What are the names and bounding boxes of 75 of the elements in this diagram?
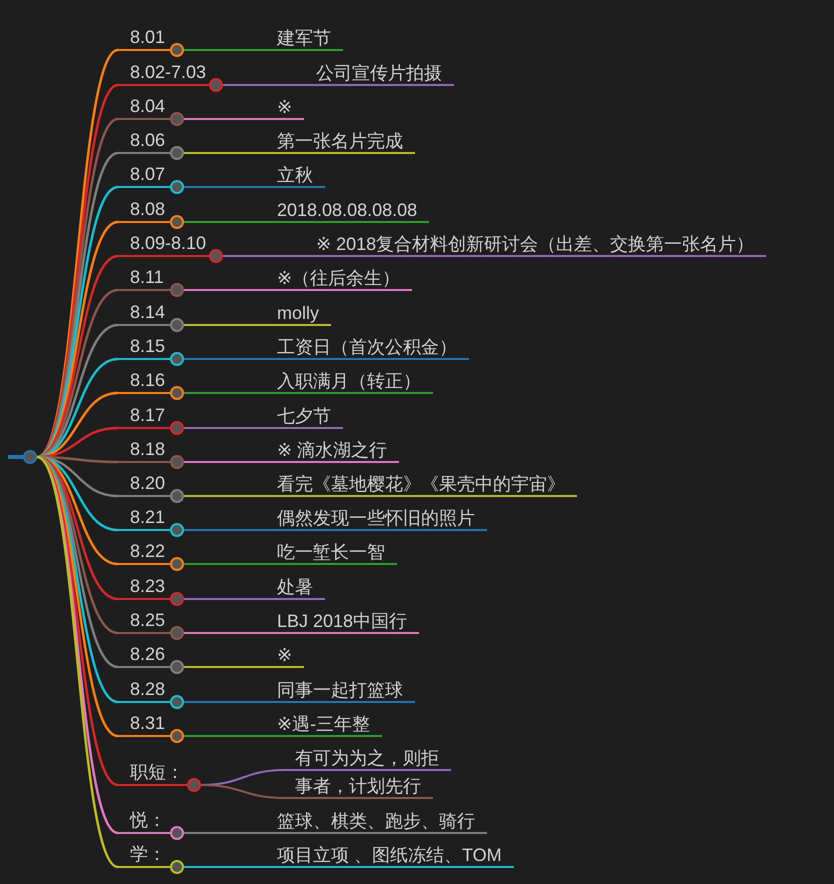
topic-label: 8.09-8.10 xyxy=(130,232,206,254)
topic-label: 8.25 xyxy=(130,609,166,631)
topic-label: 8.18 xyxy=(130,438,166,460)
subtopic-label: ※ xyxy=(277,96,304,120)
branch-connector xyxy=(200,784,286,799)
topic-label: 8.31 xyxy=(130,712,166,734)
subtopic-label: 处暑 xyxy=(277,576,325,600)
topic-label: 8.01 xyxy=(130,26,166,48)
branch-connector xyxy=(36,426,118,458)
subtopic-label: 篮球、棋类、跑步、骑行 xyxy=(277,810,487,834)
branch-connector xyxy=(184,186,277,188)
topic-label: 8.07 xyxy=(130,163,166,185)
subtopic-label: 吃一堑长一智 xyxy=(277,541,397,565)
subtopic-label: 七夕节 xyxy=(277,405,343,429)
subtopic-label: LBJ 2018中国行 xyxy=(277,610,420,634)
subtopic-label: ※ 2018复合材料创新研讨会（出差、交换第一张名片） xyxy=(316,233,766,257)
subtopic-label: 建军节 xyxy=(277,27,343,51)
topic-label: 8.04 xyxy=(130,95,166,117)
topic-label: 8.11 xyxy=(130,266,165,288)
branch-connector xyxy=(184,289,277,291)
subtopic-label: 同事一起打篮球 xyxy=(277,679,415,703)
subtopic-label: 公司宣传片拍摄 xyxy=(316,62,454,86)
subtopic-label: ※遇-三年整 xyxy=(277,713,382,737)
subtopic-label: 入职满月（转正） xyxy=(277,370,433,394)
subtopic-label: ※ 滴水湖之行 xyxy=(277,439,400,463)
branch-connector xyxy=(184,832,277,834)
subtopic-label: 有可为为之，则拒 xyxy=(285,747,451,771)
topic-label: 8.16 xyxy=(130,369,166,391)
branch-connector xyxy=(184,118,277,120)
branch-connector xyxy=(184,632,277,634)
topic-label: 职短： xyxy=(130,761,184,783)
topic-label: 学： xyxy=(130,843,167,865)
topic-label: 8.14 xyxy=(130,301,166,323)
branch-connector xyxy=(184,358,277,360)
subtopic-label: 立秋 xyxy=(277,164,325,188)
subtopic-label: ※（往后余生） xyxy=(277,267,412,291)
branch-connector xyxy=(223,255,316,257)
root-node xyxy=(8,449,37,465)
branch-connector xyxy=(184,666,277,668)
branch-connector xyxy=(184,152,277,154)
topic-label: 悦： xyxy=(130,809,167,831)
branch-connector xyxy=(223,84,316,86)
topic-label: 8.15 xyxy=(130,335,166,357)
branch-connector xyxy=(184,324,277,326)
branch-connector xyxy=(184,598,277,600)
branch-connector xyxy=(184,221,277,223)
subtopic-label: ※ xyxy=(277,644,304,668)
branch-connector xyxy=(184,529,277,531)
branch-connector xyxy=(184,701,277,703)
branch-connector xyxy=(184,392,277,394)
branch-connector xyxy=(184,866,277,868)
subtopic-label: 偶然发现一些怀旧的照片 xyxy=(277,507,487,531)
subtopic-label: 事者，计划先行 xyxy=(285,775,433,799)
branch-connector xyxy=(184,495,277,497)
topic-label: 8.26 xyxy=(130,643,166,665)
topic-label: 8.08 xyxy=(130,198,166,220)
subtopic-label: molly xyxy=(277,302,332,326)
branch-connector xyxy=(184,735,277,737)
branch-connector xyxy=(184,563,277,565)
topic-label: 8.20 xyxy=(130,472,166,494)
topic-label: 8.17 xyxy=(130,404,166,426)
topic-label: 8.02-7.03 xyxy=(130,61,206,83)
subtopic-label: 看完《墓地樱花》《果壳中的宇宙》 xyxy=(277,473,577,497)
topic-label: 8.22 xyxy=(130,540,166,562)
topic-label: 8.28 xyxy=(130,678,166,700)
subtopic-label: 第一张名片完成 xyxy=(277,130,415,154)
branch-connector xyxy=(184,461,277,463)
subtopic-label: 项目立项 、图纸冻结、TOM xyxy=(277,844,514,868)
branch-connector xyxy=(184,427,277,429)
topic-label: 8.21 xyxy=(130,506,166,528)
subtopic-label: 2018.08.08.08.08 xyxy=(277,199,430,223)
subtopic-label: 工资日（首次公积金） xyxy=(277,336,469,360)
topic-label: 8.23 xyxy=(130,575,166,597)
branch-connector xyxy=(184,49,277,51)
topic-label: 8.06 xyxy=(130,129,166,151)
